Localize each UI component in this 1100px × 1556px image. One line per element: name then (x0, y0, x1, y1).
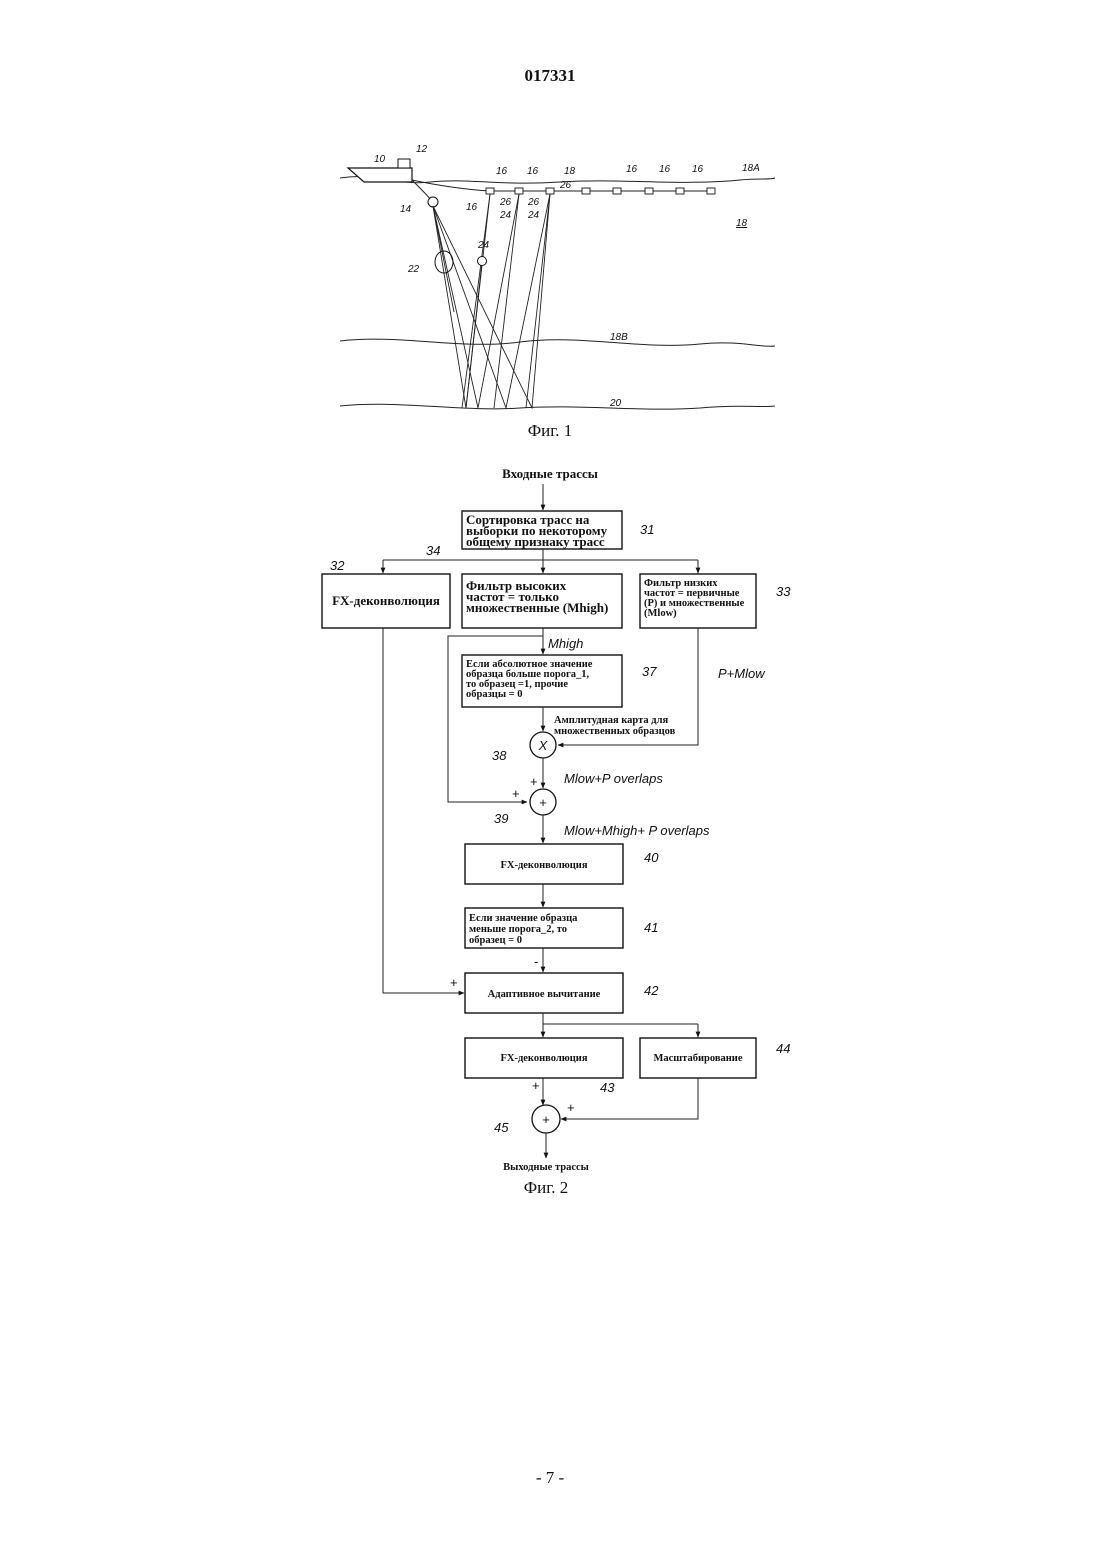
sign-plus-39: + (512, 786, 520, 801)
block-43-fx-deconvolution: FX-деконволюция 43 (465, 1038, 623, 1095)
ref-44: 44 (776, 1041, 790, 1056)
label-receiver-5: 16 (692, 164, 704, 175)
label-ray-1: 24 (499, 210, 512, 221)
label-ray-3: 24 (477, 240, 490, 251)
signal-amp-map-2: множественных образцов (554, 726, 676, 737)
svg-text:X: X (538, 738, 549, 753)
block-41-threshold: Если значение образца меньше порога_2, т… (465, 908, 658, 948)
label-layer: 18B (610, 332, 628, 343)
label-seafloor: 20 (609, 398, 622, 409)
fig2-caption: Фиг. 2 (524, 1178, 569, 1197)
ref-33: 33 (776, 584, 791, 599)
svg-text:FX-деконволюция: FX-деконволюция (332, 593, 440, 608)
label-source-box: 12 (416, 144, 428, 155)
input-traces-label: Входные трассы (502, 466, 598, 481)
svg-text:меньше порога_2, то: меньше порога_2, то (469, 924, 567, 935)
ref-43: 43 (600, 1080, 615, 1095)
label-ghost-3: 26 (559, 180, 572, 191)
seismic-rays (433, 194, 550, 408)
block-42-adaptive-subtraction: Адаптивное вычитание 42 (465, 973, 659, 1013)
node-45-sum: + 45 (494, 1105, 560, 1135)
ref-32: 32 (330, 558, 345, 573)
svg-text:образцы = 0: образцы = 0 (466, 689, 523, 700)
svg-text:+: + (539, 795, 547, 810)
block-31-sorting: Сортировка трасс на выборки по некотором… (462, 511, 654, 549)
label-ray-2: 24 (527, 210, 540, 221)
sign-plus-45a: + (532, 1078, 540, 1093)
signal-p-mlow: P+Mlow (718, 666, 766, 681)
signal-mlow-p: Mlow+P overlaps (564, 771, 663, 786)
svg-text:Адаптивное вычитание: Адаптивное вычитание (488, 989, 601, 1000)
ref-31: 31 (640, 522, 654, 537)
ref-42: 42 (644, 983, 659, 998)
figure-2: Входные трассы Сортировка трасс на выбор… (322, 466, 791, 1197)
svg-text:Если значение образца: Если значение образца (469, 913, 578, 924)
label-source: 14 (400, 204, 412, 215)
sign-plus-38: + (530, 774, 538, 789)
sign-plus-42: + (450, 975, 458, 990)
label-vessel: 10 (374, 154, 386, 165)
layer-18b (340, 339, 775, 346)
fig1-caption: Фиг. 1 (528, 421, 573, 440)
sign-minus-42: - (534, 954, 538, 969)
page-number-bottom: - 7 - (0, 1468, 1100, 1488)
label-receiver-6: 16 (466, 202, 478, 213)
block-33-lowpass: Фильтр низких частот = первичные (P) и м… (640, 574, 791, 628)
label-water: 18 (736, 218, 748, 229)
vessel-cabin (398, 159, 410, 168)
ref-37: 37 (642, 664, 657, 679)
signal-amp-map-1: Амплитудная карта для (554, 715, 668, 726)
block-40-fx-deconvolution: FX-деконволюция 40 (465, 844, 659, 884)
svg-text:множественные (Mhigh): множественные (Mhigh) (466, 600, 608, 615)
svg-text:(Mlow): (Mlow) (644, 608, 677, 619)
ref-45: 45 (494, 1120, 509, 1135)
signal-mhigh: Mhigh (548, 636, 583, 651)
block-34-highpass: Фильтр высоких частот = только множестве… (426, 543, 622, 628)
block-37-threshold: Если абсолютное значение образца больше … (462, 655, 657, 707)
ref-34: 34 (426, 543, 440, 558)
ref-40: 40 (644, 850, 659, 865)
seafloor-20 (340, 404, 775, 409)
svg-text:общему признаку трасс: общему признаку трасс (466, 534, 605, 549)
output-traces-label: Выходные трассы (503, 1162, 589, 1173)
node-38-multiply: X 38 (492, 732, 556, 763)
figure-1: 10 12 14 16 16 18 16 16 16 18A 16 26 26 … (340, 144, 775, 440)
block-32-fx-deconvolution: FX-деконволюция 32 (322, 558, 450, 628)
label-ghost-1: 26 (499, 197, 512, 208)
block-44-scaling: Масштабирование 44 (640, 1038, 790, 1078)
scatter-point (478, 257, 487, 266)
svg-text:образец = 0: образец = 0 (469, 935, 522, 946)
label-receiver-4: 16 (659, 164, 671, 175)
ref-39: 39 (494, 811, 508, 826)
signal-sum: Mlow+Mhigh+ P overlaps (564, 823, 710, 838)
label-receiver-1: 16 (496, 166, 508, 177)
vessel-hull (348, 168, 412, 182)
svg-text:FX-деконволюция: FX-деконволюция (500, 860, 587, 871)
ref-41: 41 (644, 920, 658, 935)
sign-plus-45b: + (567, 1100, 575, 1115)
label-receiver-2: 16 (527, 166, 539, 177)
label-ghost-2: 26 (527, 197, 540, 208)
node-39-sum: + 39 (494, 789, 556, 826)
source-marker (428, 197, 438, 207)
ref-38: 38 (492, 748, 507, 763)
svg-text:Масштабирование: Масштабирование (653, 1053, 742, 1064)
label-surface: 18A (742, 163, 760, 174)
label-receiver-3: 16 (626, 164, 638, 175)
svg-text:+: + (542, 1112, 550, 1127)
svg-text:FX-деконволюция: FX-деконволюция (500, 1053, 587, 1064)
label-bubble: 22 (407, 264, 420, 275)
label-streamer: 18 (564, 166, 576, 177)
